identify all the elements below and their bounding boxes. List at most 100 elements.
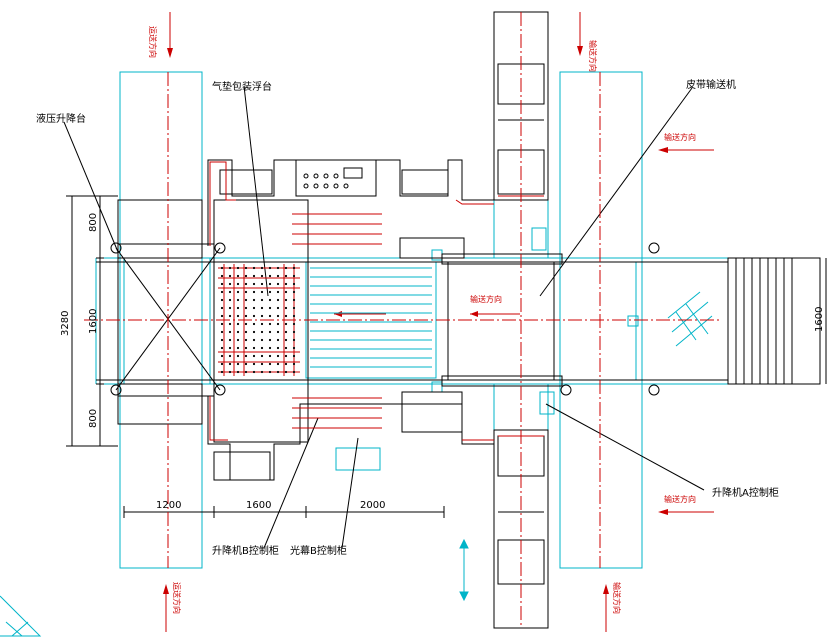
airbag-dot [284, 266, 288, 270]
airbag-dot [252, 354, 256, 358]
airbag-dot [220, 298, 224, 302]
airbag-dot [292, 298, 296, 302]
curtain-b-box [335, 447, 381, 471]
label-belt-conveyor: 皮带输送机 [686, 78, 736, 91]
leader-lift-b [263, 417, 319, 549]
airbag-dot [284, 338, 288, 342]
airbag-dot [284, 322, 288, 326]
airbag-dot [292, 330, 296, 334]
airbag-dot [244, 314, 248, 318]
airbag-dot [284, 346, 288, 350]
airbag-dot [252, 322, 256, 326]
airbag-dot [244, 298, 248, 302]
airbag-dot [228, 322, 232, 326]
airbag-dot [276, 266, 280, 270]
airbag-dot [276, 354, 280, 358]
cabinet-a-bottom [539, 391, 555, 415]
airbag-dot [292, 362, 296, 366]
note-bottom-right: 输送方向 [612, 582, 622, 614]
airbag-dot [268, 290, 272, 294]
airbag-dot [252, 274, 256, 278]
airbag-dot [292, 306, 296, 310]
airbag-dot [220, 330, 224, 334]
airbag-dot [244, 370, 248, 374]
airbag-dot [260, 354, 264, 358]
airbag-dot [220, 290, 224, 294]
airbag-dot [284, 362, 288, 366]
cabinet-a-top [531, 227, 547, 251]
airbag-dot [292, 274, 296, 278]
airbag-dot [268, 354, 272, 358]
airbag-dot [236, 282, 240, 286]
airbag-dot [260, 322, 264, 326]
airbag-dot [252, 306, 256, 310]
red-structure [84, 12, 720, 632]
airbag-dot [244, 306, 248, 310]
airbag-dot [252, 298, 256, 302]
airbag-dot [268, 266, 272, 270]
airbag-dot [284, 298, 288, 302]
cyan-structure [0, 71, 728, 637]
airbag-dot [284, 306, 288, 310]
airbag-dot [292, 346, 296, 350]
corner-triangle [0, 595, 42, 637]
airbag-dot [260, 282, 264, 286]
dim-800-bottom: 800 [88, 409, 99, 428]
dim-1600-bottom: 1600 [246, 500, 271, 511]
label-hydraulic-lift: 液压升降台 [36, 112, 86, 125]
airbag-dot [236, 346, 240, 350]
airbag-dot [236, 362, 240, 366]
airbag-dot [260, 330, 264, 334]
airbag-dot [228, 338, 232, 342]
airbag-dot [284, 314, 288, 318]
airbag-dot [220, 306, 224, 310]
label-conveying-direction: 输送方向 [470, 294, 502, 304]
airbag-dot [268, 370, 272, 374]
airbag-dot [220, 274, 224, 278]
airbag-dot [228, 306, 232, 310]
airbag-dot [252, 370, 256, 374]
airbag-dot [276, 362, 280, 366]
airbag-dot [220, 314, 224, 318]
airbag-dot [244, 290, 248, 294]
airbag-dot [236, 370, 240, 374]
airbag-dot [276, 290, 280, 294]
airbag-dot [220, 354, 224, 358]
airbag-dot [228, 354, 232, 358]
airbag-dot [268, 322, 272, 326]
airbag-dot [236, 266, 240, 270]
airbag-dots [220, 266, 296, 374]
note-bottom-left: 运送方向 [172, 582, 182, 614]
leader-hydraulic [63, 121, 119, 253]
dim-1600-right: 1600 [814, 307, 825, 332]
airbag-dot [220, 338, 224, 342]
airbag-dot [252, 282, 256, 286]
airbag-dot [260, 274, 264, 278]
airbag-dot [268, 274, 272, 278]
airbag-dot [220, 362, 224, 366]
airbag-dot [236, 290, 240, 294]
airbag-dot [260, 314, 264, 318]
dim-800-top: 800 [88, 213, 99, 232]
airbag-dot [284, 290, 288, 294]
airbag-dot [268, 306, 272, 310]
airbag-dot [260, 338, 264, 342]
airbag-dot [220, 370, 224, 374]
airbag-dot [252, 290, 256, 294]
airbag-dot [292, 266, 296, 270]
note-top-left: 运送方向 [148, 26, 158, 58]
airbag-dot [268, 362, 272, 366]
airbag-dot [244, 338, 248, 342]
airbag-dot [292, 282, 296, 286]
airbag-dot [268, 282, 272, 286]
airbag-dot [228, 290, 232, 294]
dim-1600-mid: 1600 [88, 309, 99, 334]
airbag-dot [228, 266, 232, 270]
airbag-dot [268, 338, 272, 342]
airbag-dot [268, 330, 272, 334]
airbag-dot [276, 338, 280, 342]
airbag-dot [292, 314, 296, 318]
airbag-dot [236, 330, 240, 334]
airbag-dot [244, 266, 248, 270]
